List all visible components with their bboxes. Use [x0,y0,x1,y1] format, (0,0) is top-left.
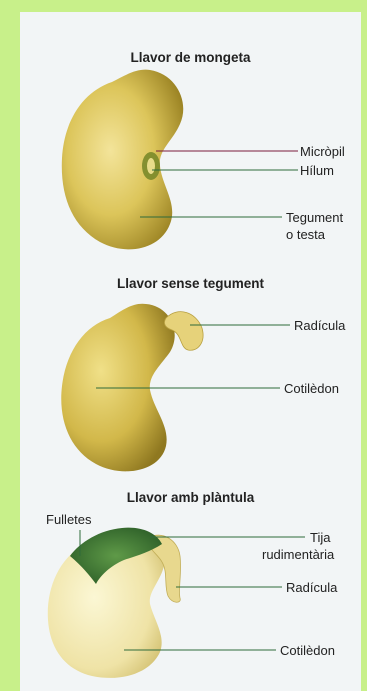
label-cotyledon-1: Cotilèdon [284,381,339,396]
label-seed-coat-line2: o testa [286,227,325,242]
section-title-whole-seed: Llavor de mongeta [20,50,361,65]
label-stem-line1: Tija [310,530,330,545]
label-leaflets: Fulletes [46,512,92,527]
label-radicle-2: Radícula [286,580,337,595]
label-stem-line2: rudimentària [262,547,334,562]
section-title-seed-with-seedling: Llavor amb plàntula [20,490,361,505]
label-hilum: Hílum [300,163,334,178]
label-micropyle: Micròpil [300,144,345,159]
bean-body [62,70,183,250]
label-seed-coat-line1: Tegument [286,210,343,225]
section-title-seed-without-coat: Llavor sense tegument [20,276,361,291]
bean-with-seedling [48,528,181,678]
whole-bean-seed [62,70,183,250]
label-radicle-1: Radícula [294,318,345,333]
label-cotyledon-2: Cotilèdon [280,643,335,658]
